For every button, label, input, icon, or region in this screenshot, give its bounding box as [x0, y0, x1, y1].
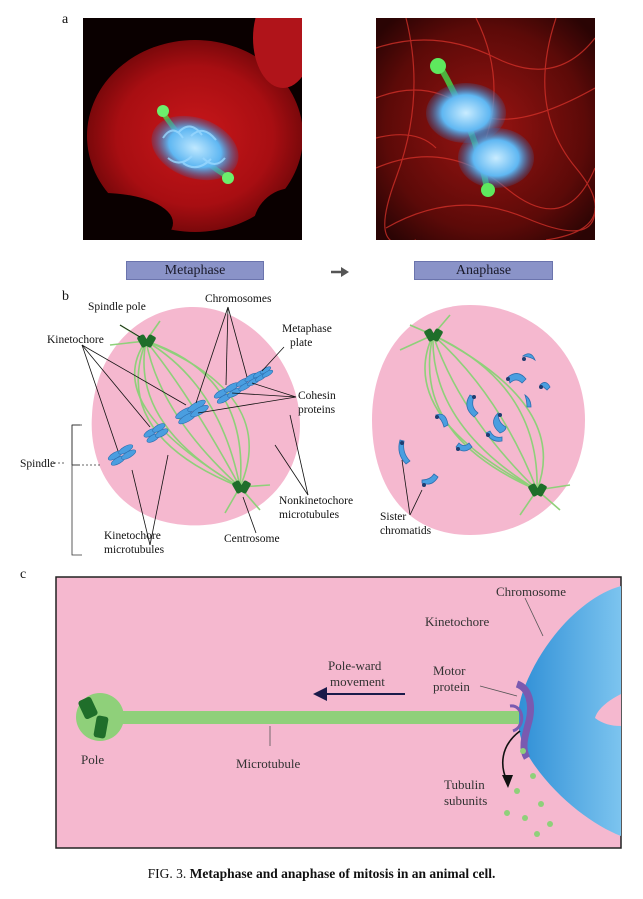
- poleward-movement-label-1: Pole-ward: [328, 658, 382, 673]
- mitosis-cell-diagrams: [54, 305, 585, 556]
- kinetochore-microtubule-diagram: [55, 576, 622, 849]
- metaphase-plate-label-2: plate: [290, 337, 313, 349]
- sister-chromatids-label-2: chromatids: [380, 525, 432, 537]
- kinetochore-microtubules-label-1: Kinetochore: [104, 530, 161, 542]
- centrosome-label: Centrosome: [224, 533, 280, 545]
- anaphase-label: Anaphase: [414, 261, 553, 280]
- metaphase-label: Metaphase: [126, 261, 264, 280]
- caption-text: Metaphase and anaphase of mitosis in an …: [189, 866, 496, 881]
- nonkinetochore-label-2: microtubules: [279, 509, 340, 521]
- figure-caption: FIG. 3. Metaphase and anaphase of mitosi…: [0, 866, 643, 882]
- microtubule-label: Microtubule: [236, 756, 301, 771]
- metaphase-cell: [54, 306, 309, 556]
- caption-prefix: FIG. 3.: [147, 866, 187, 881]
- chromosome-label: Chromosome: [496, 584, 567, 599]
- spindle-label: Spindle: [20, 458, 56, 470]
- kinetochore-c-label: Kinetochore: [425, 614, 490, 629]
- cohesin-label-2: proteins: [298, 404, 336, 416]
- panel-label-a: a: [62, 12, 69, 27]
- chromosomes-label: Chromosomes: [205, 293, 272, 305]
- pole-label: Pole: [81, 752, 105, 767]
- kinetochore-microtubules-label-2: microtubules: [104, 544, 165, 556]
- motor-protein-label-1: Motor: [433, 663, 466, 678]
- anaphase-micrograph: [376, 18, 595, 240]
- tubulin-subunits-label-2: subunits: [444, 793, 488, 808]
- anaphase-cell: [372, 305, 585, 535]
- metaphase-micrograph: [83, 18, 302, 240]
- metaphase-plate-label-1: Metaphase: [282, 323, 332, 335]
- poleward-movement-label-2: movement: [330, 674, 385, 689]
- tubulin-subunits-label-1: Tubulin: [444, 777, 485, 792]
- panel-label-c: c: [20, 567, 27, 582]
- kinetochore-label: Kinetochore: [47, 334, 104, 346]
- motor-protein-label-2: protein: [433, 679, 470, 694]
- arrow-right-icon: [331, 267, 349, 277]
- spindle-pole-label: Spindle pole: [88, 301, 146, 313]
- nonkinetochore-label-1: Nonkinetochore: [279, 495, 354, 507]
- panel-label-b: b: [62, 289, 69, 304]
- cohesin-label-1: Cohesin: [298, 390, 336, 402]
- sister-chromatids-label-1: Sister: [380, 511, 407, 523]
